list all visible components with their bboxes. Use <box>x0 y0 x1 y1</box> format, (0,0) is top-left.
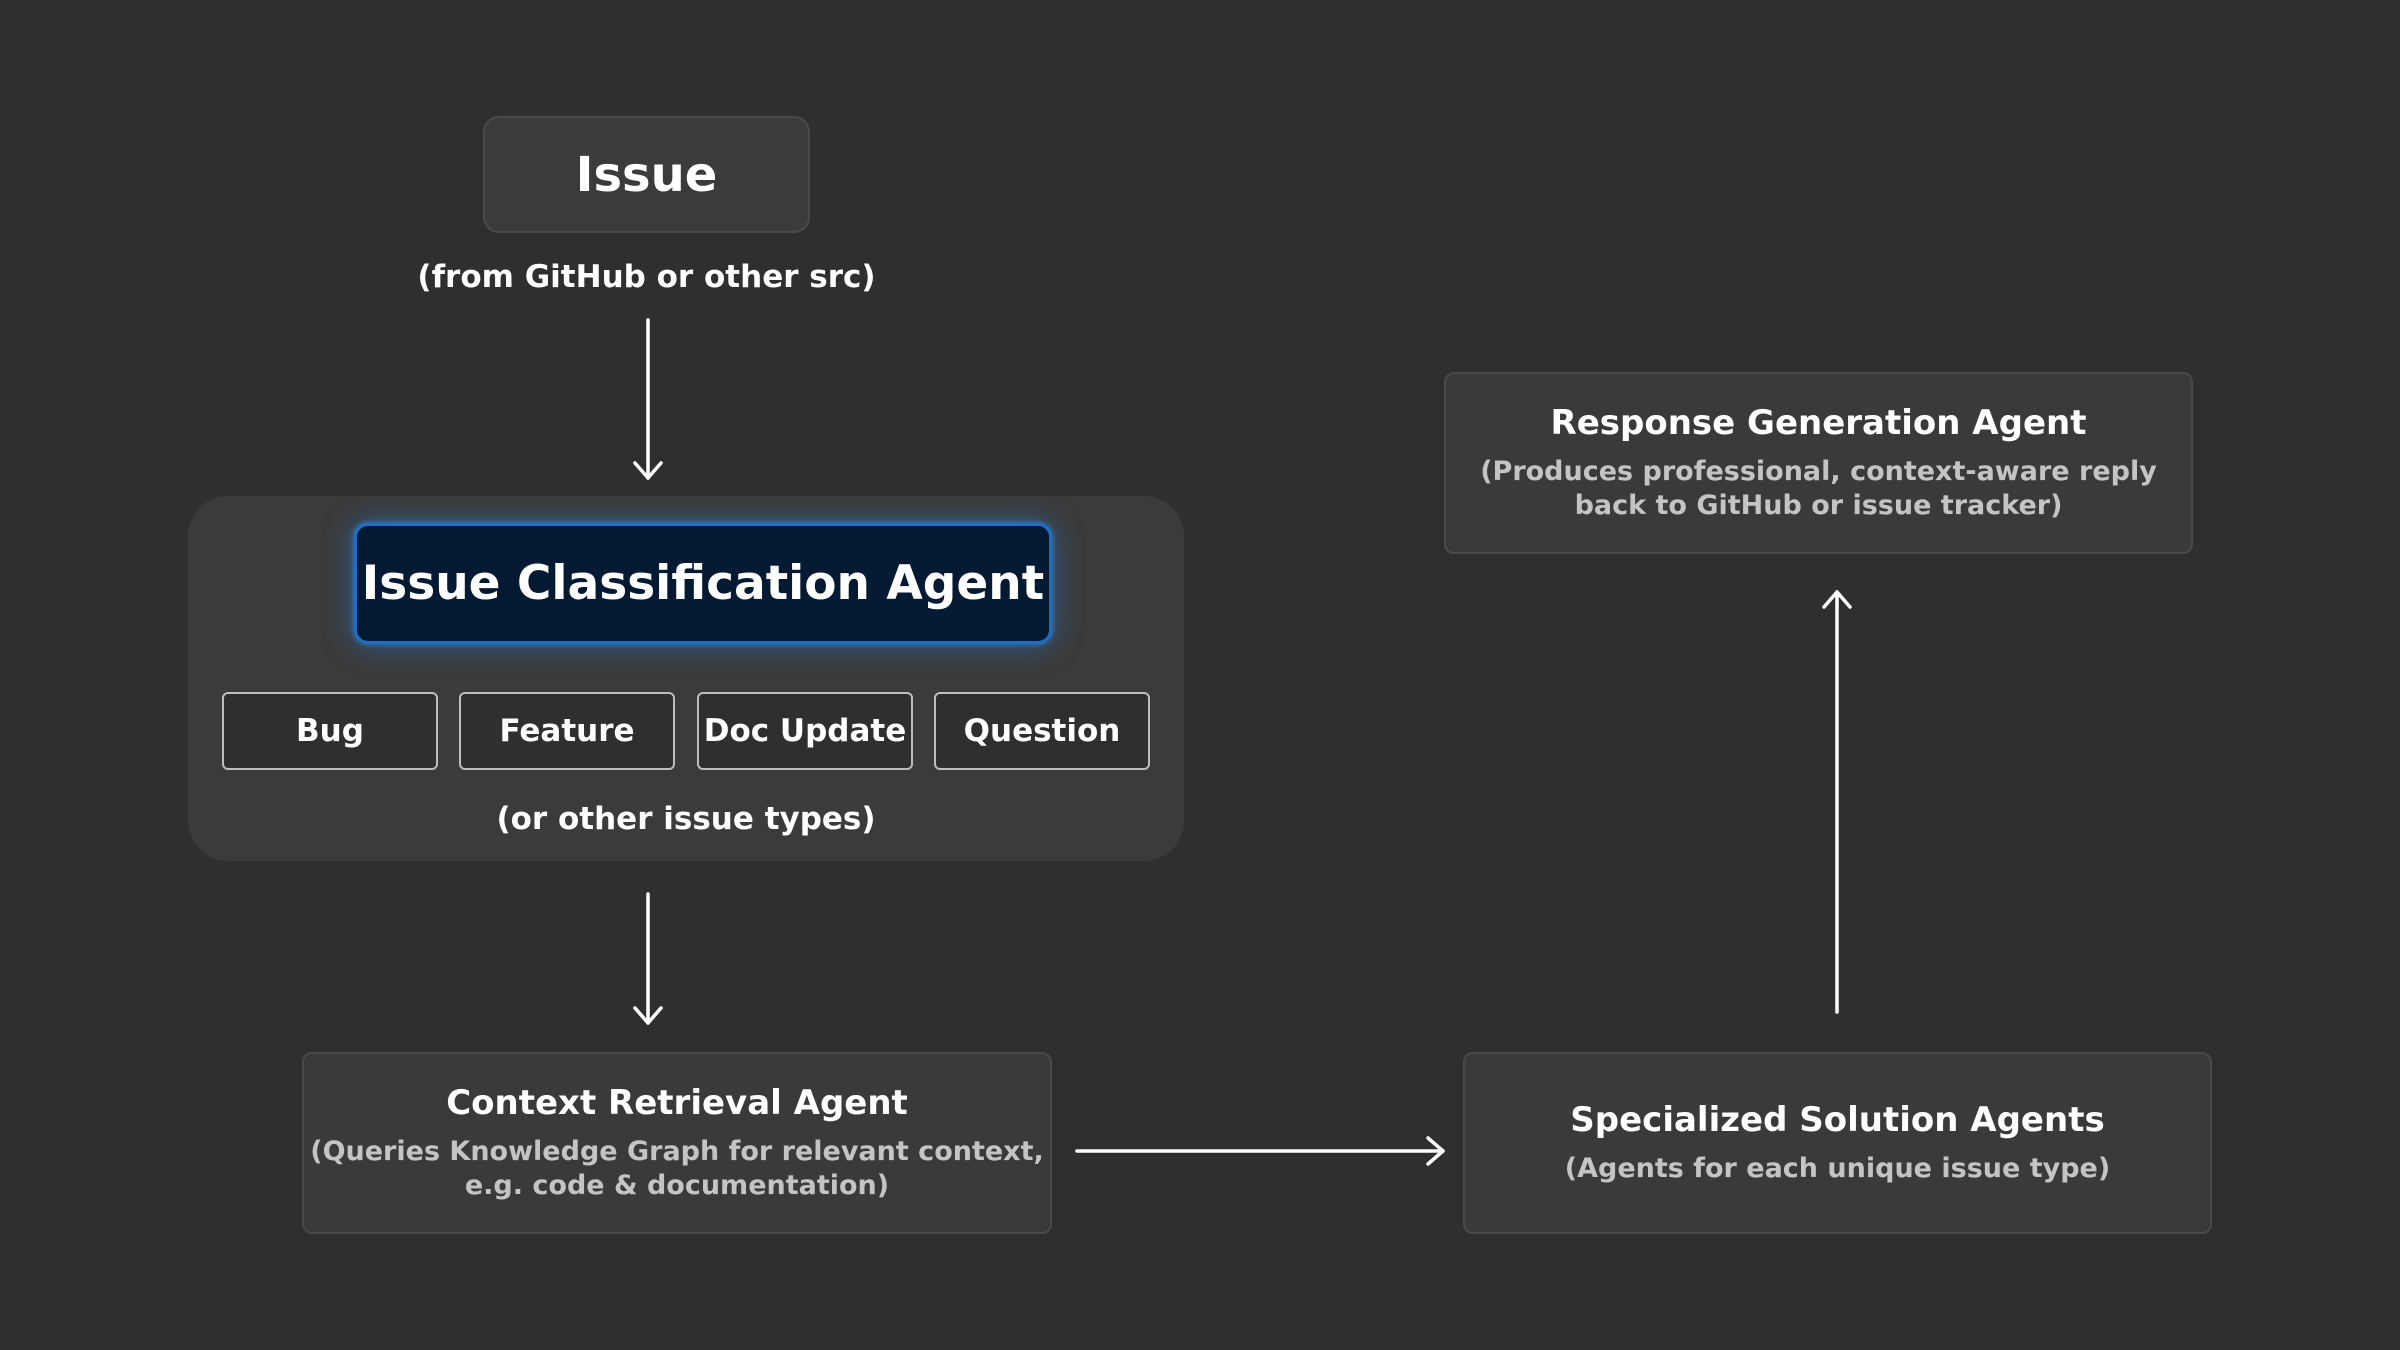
context-retrieval-agent-node: Context Retrieval Agent (Queries Knowled… <box>302 1052 1052 1234</box>
issue-type-label: Question <box>963 713 1121 749</box>
classification-agent-title: Issue Classification Agent <box>361 556 1045 611</box>
context-agent-description: (Queries Knowledge Graph for relevant co… <box>310 1135 1044 1203</box>
issue-type-doc-update: Doc Update <box>697 692 913 770</box>
response-agent-description-line: (Produces professional, context-aware re… <box>1480 456 2157 487</box>
response-agent-title: Response Generation Agent <box>1550 403 2087 443</box>
response-generation-agent-node: Response Generation Agent (Produces prof… <box>1444 372 2193 554</box>
solution-agents-description: (Agents for each unique issue type) <box>1565 1152 2110 1186</box>
issue-type-label: Feature <box>499 713 635 749</box>
arrow-right-icon <box>1075 1136 1445 1166</box>
arrow-down-icon <box>633 318 663 480</box>
issue-type-label: Doc Update <box>703 713 907 749</box>
solution-agents-title: Specialized Solution Agents <box>1570 1100 2105 1140</box>
issue-source-caption: (from GitHub or other src) <box>417 259 876 295</box>
arrow-down-icon <box>633 892 663 1025</box>
issue-types-caption: (or other issue types) <box>496 801 876 837</box>
solution-agents-description-line: (Agents for each unique issue type) <box>1564 1153 2111 1184</box>
issue-type-label: Bug <box>296 713 364 749</box>
response-agent-description-line: back to GitHub or issue tracker) <box>1574 490 2063 521</box>
issue-node: Issue <box>483 116 810 233</box>
issue-type-bug: Bug <box>222 692 438 770</box>
context-agent-description-line: (Queries Knowledge Graph for relevant co… <box>310 1136 1044 1167</box>
arrow-up-icon <box>1822 590 1852 1014</box>
issue-classification-agent-node: Issue Classification Agent <box>354 523 1052 644</box>
context-agent-title: Context Retrieval Agent <box>446 1083 908 1123</box>
issue-type-question: Question <box>934 692 1150 770</box>
issue-title: Issue <box>575 146 718 203</box>
context-agent-description-line: e.g. code & documentation) <box>464 1170 890 1201</box>
response-agent-description: (Produces professional, context-aware re… <box>1480 455 2157 523</box>
specialized-solution-agents-node: Specialized Solution Agents (Agents for … <box>1463 1052 2212 1234</box>
issue-type-feature: Feature <box>459 692 675 770</box>
